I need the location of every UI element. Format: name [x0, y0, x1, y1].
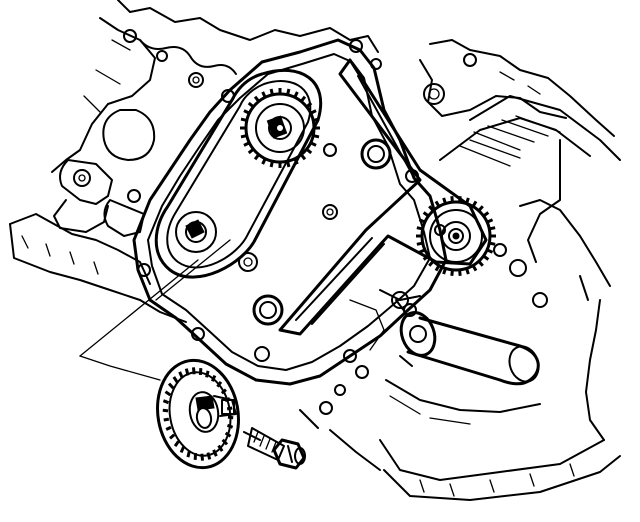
sprocket-tooth [471, 200, 478, 208]
sprocket-tooth [163, 417, 170, 422]
sprocket-tooth [172, 376, 179, 384]
sprocket-tooth [220, 388, 227, 395]
sprocket-tooth [305, 101, 313, 108]
sprocket-tooth [179, 446, 186, 454]
sprocket-tooth [286, 88, 291, 96]
sprocket-tooth [206, 452, 212, 460]
sprocket-tooth [465, 197, 470, 205]
sprocket-tooth [200, 453, 205, 461]
sprocket-tooth [418, 218, 426, 224]
crankshaft-nose [319, 289, 541, 425]
engine-block [9, 0, 621, 501]
sprocket-tooth [434, 200, 441, 208]
sprocket-tooth [488, 226, 496, 231]
sprocket-tooth [261, 157, 267, 165]
sprocket-tooth [247, 101, 255, 108]
sprocket-tooth [253, 95, 260, 103]
sprocket-tooth [482, 211, 490, 218]
sprocket-tooth [224, 431, 232, 438]
sprocket-tooth [422, 254, 430, 261]
sprocket-tooth [216, 381, 223, 388]
sprocket-tooth [243, 109, 251, 115]
sprocket-tooth [477, 205, 484, 212]
sprocket-tooth [226, 423, 234, 429]
sprocket-tooth [458, 196, 462, 203]
sprocket-tooth [261, 91, 267, 99]
sprocket-tooth [164, 390, 172, 397]
sprocket-tooth [243, 141, 251, 147]
sprocket-tooth [191, 367, 196, 375]
sprocket-tooth [305, 148, 313, 155]
sprocket-tooth [486, 218, 494, 224]
sprocket-tooth [471, 264, 478, 272]
sprocket-tooth [450, 196, 454, 203]
sprocket-tooth [482, 254, 490, 261]
sprocket-tooth [465, 267, 470, 275]
sprocket-tooth [312, 134, 320, 139]
sprocket-tooth [212, 449, 218, 457]
sprocket-tooth [162, 408, 169, 413]
sprocket-tooth [422, 211, 430, 218]
crank-sprocket-installed [175, 211, 217, 253]
sprocket-tooth [173, 440, 180, 447]
sprocket-tooth [486, 248, 494, 254]
sprocket-tooth [217, 444, 224, 452]
sprocket-tooth [178, 371, 184, 379]
front-cover-gasket [132, 38, 448, 386]
sprocket-tooth [300, 95, 307, 103]
sprocket-tooth [184, 368, 190, 376]
sprocket-tooth [286, 160, 291, 168]
sprocket-tooth [477, 260, 484, 267]
sprocket-tooth [186, 450, 191, 458]
sprocket-tooth [210, 374, 217, 382]
sprocket-tooth [418, 248, 426, 254]
sprocket-tooth [488, 241, 496, 246]
sprocket-tooth [309, 141, 317, 147]
tensioner-seals [252, 138, 409, 326]
sprocket-tooth [269, 88, 274, 96]
sprocket-tooth [227, 415, 234, 420]
sprocket-tooth [312, 117, 320, 122]
left-cam-sprocket [240, 88, 320, 168]
sprocket-tooth [221, 438, 229, 446]
sprocket-tooth [416, 226, 424, 231]
sprocket-tooth [205, 370, 210, 378]
sprocket-tooth [269, 160, 274, 168]
sprocket-tooth [442, 197, 447, 205]
exploded-sprocket [156, 358, 240, 470]
sprocket-tooth [226, 406, 233, 411]
sprocket-tooth [428, 260, 435, 267]
sprocket-tooth [247, 148, 255, 155]
leader-lines [79, 239, 231, 381]
sprocket-tooth [165, 425, 172, 431]
sprocket-tooth [240, 134, 248, 139]
sprocket-tooth [167, 382, 175, 390]
sprocket-tooth [309, 109, 317, 115]
sprocket-tooth [162, 399, 170, 405]
sprocket-tooth [450, 269, 454, 276]
sprocket-tooth [434, 264, 441, 272]
sprocket-tooth [300, 153, 307, 161]
sprocket-tooth [458, 269, 462, 276]
right-cam-sprocket [416, 196, 496, 276]
sprocket-tooth [240, 117, 248, 122]
sprocket-tooth [293, 91, 299, 99]
sprocket-tooth [169, 433, 176, 440]
timing-chain-left [154, 68, 323, 279]
sprocket-tooth [293, 157, 299, 165]
sprocket-tooth [253, 153, 260, 161]
sprocket-bolt [243, 427, 306, 470]
sprocket-tooth [416, 241, 424, 246]
sprocket-tooth [442, 267, 447, 275]
sprocket-tooth [428, 205, 435, 212]
